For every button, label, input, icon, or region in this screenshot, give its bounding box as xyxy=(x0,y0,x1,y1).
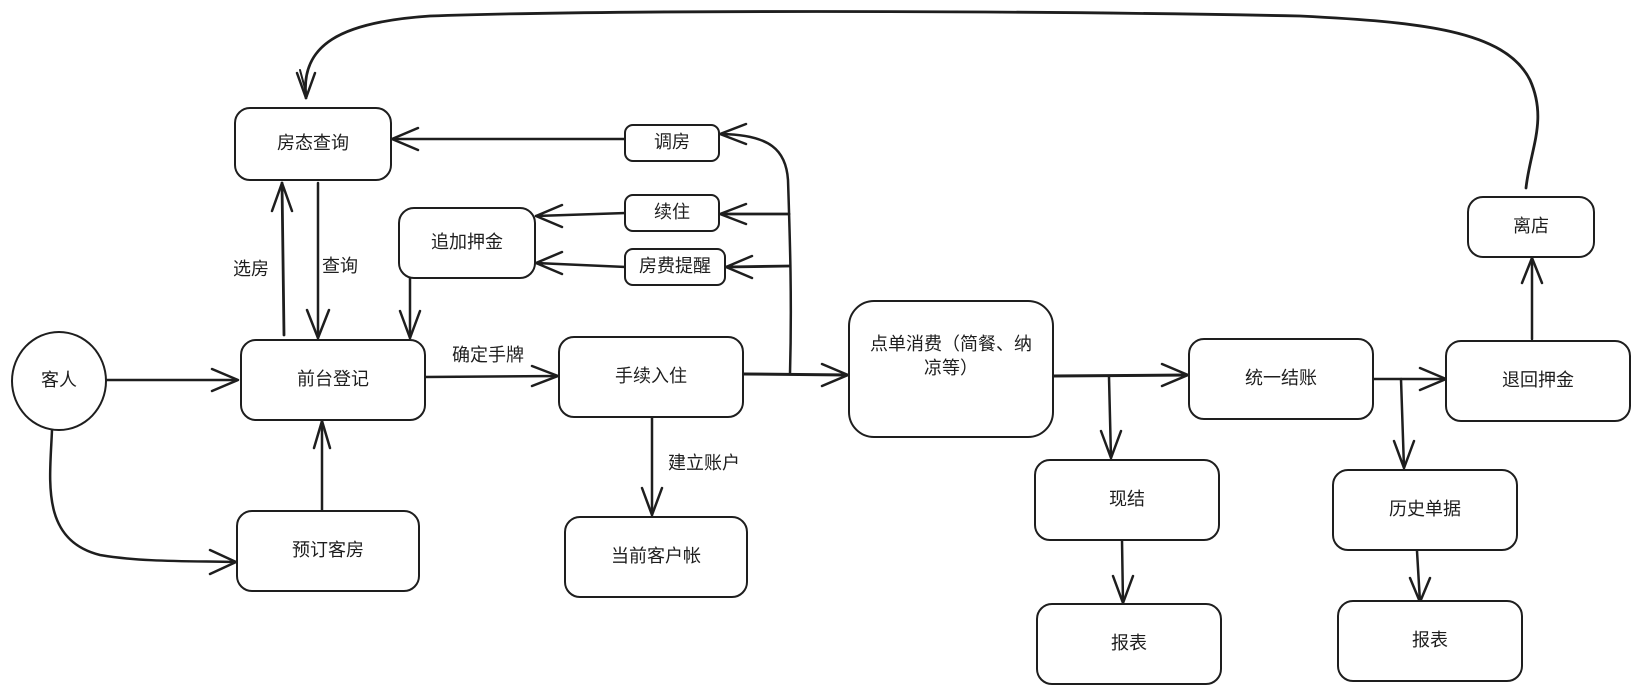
node-reserve[interactable]: 预订客房 xyxy=(236,510,420,592)
node-report-2[interactable]: 报表 xyxy=(1337,600,1523,682)
edge-change-room-to-room-status xyxy=(390,126,628,152)
node-add-deposit-label: 追加押金 xyxy=(431,231,503,253)
node-change-room[interactable]: 调房 xyxy=(624,124,720,162)
node-check-in[interactable]: 手续入住 xyxy=(558,336,744,418)
node-refund-deposit-label: 退回押金 xyxy=(1502,369,1574,391)
node-cash-settle-label: 现结 xyxy=(1109,488,1145,510)
edge-history-bills-to-report xyxy=(1408,549,1432,604)
node-refund-deposit[interactable]: 退回押金 xyxy=(1445,340,1631,422)
edge-consumption-to-checkout xyxy=(1050,362,1190,388)
node-report-1-label: 报表 xyxy=(1111,632,1147,654)
edge-extend-stay-to-add-deposit xyxy=(534,203,628,229)
edge-label-select-room: 选房 xyxy=(233,259,269,280)
edge-to-fee-reminder xyxy=(724,254,792,280)
edge-consumption-to-cash-settle xyxy=(1099,375,1123,460)
edge-cash-settle-to-report xyxy=(1111,538,1135,605)
node-check-in-label: 手续入住 xyxy=(615,365,687,387)
node-add-deposit[interactable]: 追加押金 xyxy=(398,207,536,279)
node-report-2-label: 报表 xyxy=(1412,629,1448,651)
edge-add-deposit-to-front-desk xyxy=(398,276,422,340)
node-extend-stay-label: 续住 xyxy=(654,201,690,223)
edge-refund-deposit-to-leave xyxy=(1520,256,1544,341)
node-current-account-label: 当前客户帐 xyxy=(611,545,701,567)
edge-query xyxy=(305,181,331,340)
node-change-room-label: 调房 xyxy=(654,131,690,153)
node-extend-stay[interactable]: 续住 xyxy=(624,194,720,232)
node-front-desk[interactable]: 前台登记 xyxy=(240,339,426,421)
node-fee-reminder-label: 房费提醒 xyxy=(639,255,711,277)
node-guest-label: 客人 xyxy=(41,369,77,391)
edge-label-confirm-tag: 确定手牌 xyxy=(452,345,524,366)
node-report-1[interactable]: 报表 xyxy=(1036,603,1222,685)
edge-checkout-to-history-bills xyxy=(1392,377,1416,470)
edge-checkout-to-refund-deposit xyxy=(1370,366,1448,392)
node-room-status[interactable]: 房态查询 xyxy=(234,107,392,181)
edge-reserve-to-front-desk xyxy=(312,419,332,512)
edge-guest-to-front-desk xyxy=(102,367,240,393)
node-guest[interactable]: 客人 xyxy=(11,331,107,431)
node-history-bills[interactable]: 历史单据 xyxy=(1332,469,1518,551)
edge-leave-to-room-status xyxy=(295,10,1540,190)
node-unified-checkout-label: 统一结账 xyxy=(1245,367,1317,389)
edge-label-create-account: 建立账户 xyxy=(668,453,740,474)
edge-confirm-tag xyxy=(422,364,560,388)
node-consumption[interactable]: 点单消费（简餐、纳凉等） xyxy=(848,300,1054,438)
node-front-desk-label: 前台登记 xyxy=(297,368,369,390)
node-current-account[interactable]: 当前客户帐 xyxy=(564,516,748,598)
node-consumption-label: 点单消费（简餐、纳凉等） xyxy=(870,333,1032,379)
node-leave[interactable]: 离店 xyxy=(1467,196,1595,258)
edge-fee-reminder-to-add-deposit xyxy=(534,250,628,276)
edge-label-query: 查询 xyxy=(322,256,358,277)
node-reserve-label: 预订客房 xyxy=(292,539,364,561)
node-cash-settle[interactable]: 现结 xyxy=(1034,459,1220,541)
node-history-bills-label: 历史单据 xyxy=(1389,498,1461,520)
edge-check-in-to-consumption xyxy=(742,362,850,388)
node-unified-checkout[interactable]: 统一结账 xyxy=(1188,338,1374,420)
node-room-status-label: 房态查询 xyxy=(277,132,349,154)
edge-to-extend-stay xyxy=(718,202,791,226)
node-fee-reminder[interactable]: 房费提醒 xyxy=(624,248,726,286)
edge-guest-to-reserve xyxy=(48,428,238,576)
node-leave-label: 离店 xyxy=(1513,215,1549,237)
edge-branch-trunk xyxy=(720,132,793,376)
edge-create-account xyxy=(640,416,664,517)
edge-select-room xyxy=(270,181,294,337)
edge-to-change-room xyxy=(718,122,748,146)
